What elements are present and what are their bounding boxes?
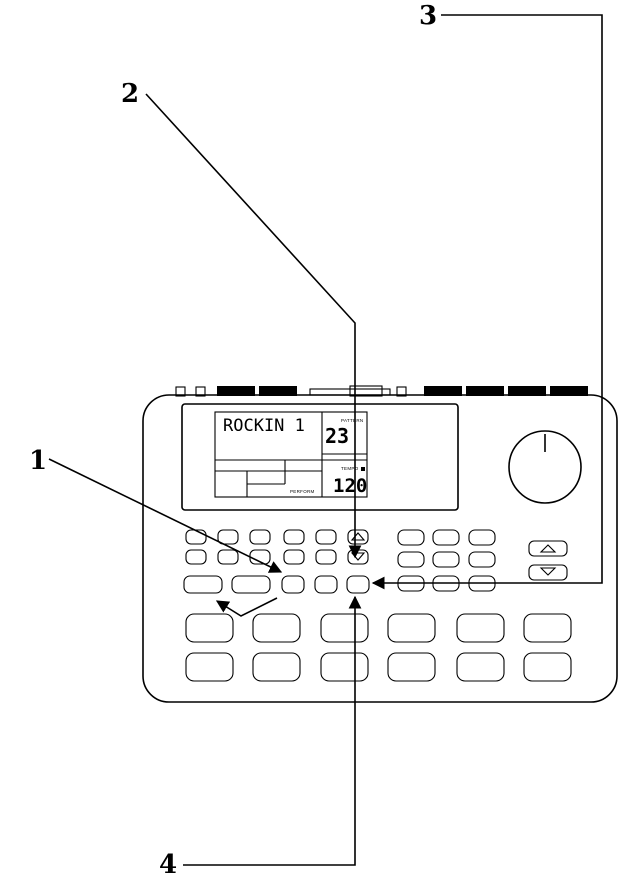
- drum-pads-row-1[interactable]: [186, 614, 571, 642]
- callout-4: 4: [159, 850, 177, 877]
- lcd-pattern-label: PATTERN: [341, 418, 363, 423]
- page-down-button[interactable]: [348, 550, 368, 564]
- function-buttons-left[interactable]: [186, 530, 336, 564]
- function-buttons-right[interactable]: [398, 530, 495, 591]
- lcd-tempo-label: TEMPO: [341, 466, 359, 471]
- lcd-pattern-name: ROCKIN 1: [223, 416, 305, 436]
- lcd-tempo-value: 120: [333, 475, 367, 497]
- callout-1: 1: [29, 446, 47, 476]
- callout-3: 3: [419, 1, 437, 31]
- drum-pads-row-2[interactable]: [186, 653, 571, 681]
- data-dial[interactable]: [509, 431, 581, 503]
- value-up-button[interactable]: [529, 541, 567, 556]
- callout-3-leader: [373, 15, 602, 583]
- callout-2: 2: [121, 79, 139, 109]
- lcd-display: ROCKIN 1 PATTERN 23 TEMPO 120 PERFORM: [182, 404, 458, 510]
- value-down-button[interactable]: [529, 565, 567, 580]
- lcd-mode-label: PERFORM: [290, 489, 315, 494]
- lcd-pattern-number: 23: [325, 424, 349, 448]
- mode-buttons[interactable]: [184, 576, 369, 593]
- callout-2-leader: [146, 94, 355, 557]
- page-up-button[interactable]: [348, 530, 368, 544]
